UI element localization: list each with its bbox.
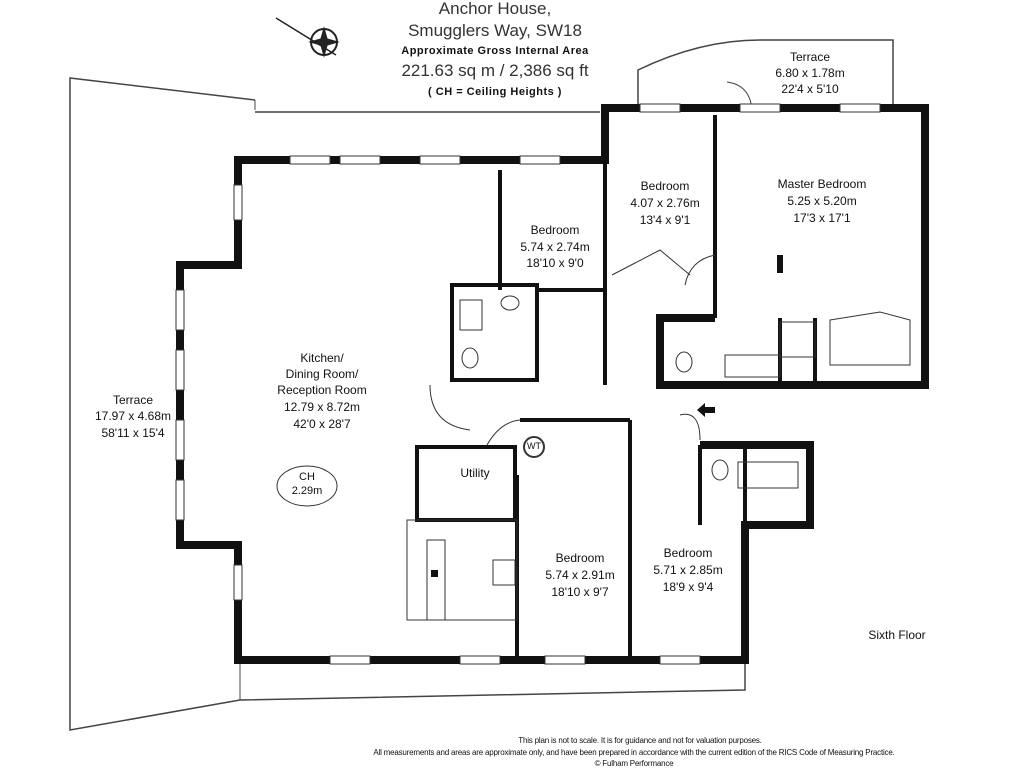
kitchen-name-3: Reception Room [277,383,367,397]
bedroom-lower-right-metric: 5.71 x 2.85m [653,563,723,577]
kitchen-imperial: 42'0 x 28'7 [293,417,351,431]
bedroom-small-name: Bedroom [640,179,690,193]
wt-label: WT [527,441,541,451]
title-line1: Anchor House, [438,0,552,18]
bedroom-upper-metric: 5.74 x 2.74m [520,240,590,254]
bedroom-lower-left-imperial: 18'10 x 9'7 [551,585,609,599]
ceiling-legend: ( CH = Ceiling Heights ) [428,86,562,98]
terrace-top-outline [637,39,894,105]
utility-name: Utility [460,466,490,480]
area-value: 221.63 sq m / 2,386 sq ft [401,61,589,80]
title-line2: Smugglers Way, SW18 [408,21,582,40]
terrace-top-imperial: 22'4 x 5'10 [781,82,839,96]
kitchen-name-2: Dining Room/ [285,367,359,381]
terrace-top-name: Terrace [789,50,831,64]
bedroom-upper-name: Bedroom [530,223,580,237]
kitchen-name-1: Kitchen/ [300,351,344,365]
terrace-top-metric: 6.80 x 1.78m [775,66,845,80]
bedroom-lower-right-imperial: 18'9 x 9'4 [662,580,714,594]
terrace-left-imperial: 58'11 x 15'4 [101,426,165,440]
footer-line1: This plan is not to scale. It is for gui… [518,736,762,745]
bedroom-small-metric: 4.07 x 2.76m [630,196,700,210]
ceiling-height-value: 2.29m [291,485,323,497]
bedroom-small-imperial: 13'4 x 9'1 [639,213,691,227]
area-label: Approximate Gross Internal Area [401,45,589,57]
master-bedroom-name: Master Bedroom [777,177,867,191]
terrace-left-outline [69,77,746,731]
master-bedroom-imperial: 17'3 x 17'1 [793,211,851,225]
bedroom-lower-left-name: Bedroom [555,551,605,565]
master-bedroom-metric: 5.25 x 5.20m [787,194,857,208]
bedroom-upper-imperial: 18'10 x 9'0 [526,256,584,270]
footer-line2: All measurements and areas are approxima… [373,748,895,757]
kitchen-metric: 12.79 x 8.72m [283,400,361,414]
footer-line3: © Fulham Performance [594,759,674,768]
ceiling-height-ellipse [276,465,338,507]
floor-label: Sixth Floor [868,628,926,642]
ceiling-height-label: CH [299,471,315,483]
compass-icon [275,17,340,58]
terrace-left-metric: 17.97 x 4.68m [94,409,172,423]
entrance-arrow-icon [697,403,715,417]
bedroom-lower-left-metric: 5.74 x 2.91m [545,568,615,582]
bedroom-lower-right-name: Bedroom [663,546,713,560]
terrace-left-name: Terrace [112,393,154,407]
